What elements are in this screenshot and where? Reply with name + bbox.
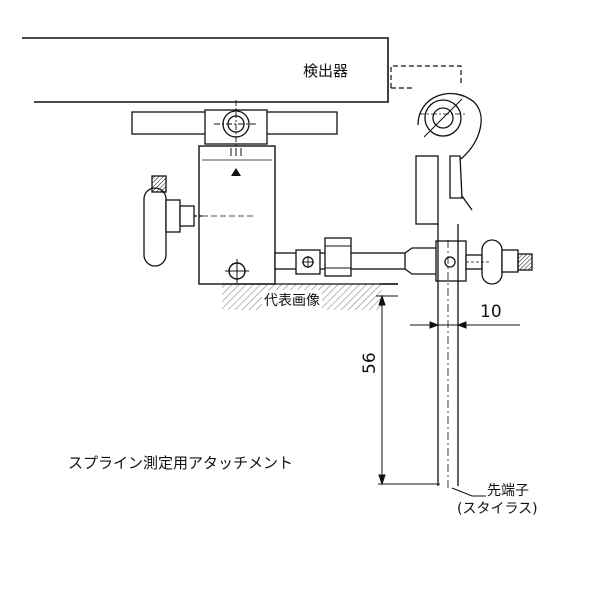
left-knob	[143, 175, 204, 267]
detector-body	[22, 37, 389, 103]
detector-label: 検出器	[303, 62, 349, 80]
dimension-10-label: 10	[480, 302, 502, 322]
clamp-block	[204, 100, 268, 148]
dimension-10	[410, 314, 520, 336]
main-body	[198, 145, 276, 285]
representative-image-label: 代表画像	[262, 290, 322, 310]
diagram-title: スプライン測定用アタッチメント	[68, 454, 294, 472]
dimension-56	[376, 294, 440, 486]
dashed-bracket	[390, 65, 462, 89]
stylus-holder	[435, 240, 467, 282]
right-knob	[465, 239, 533, 285]
tip-leader	[451, 487, 486, 497]
dimension-56-label: 56	[360, 352, 380, 374]
stylus-tip-label: 先端子	[487, 483, 529, 499]
horizontal-arm	[274, 237, 436, 277]
stylus-tip-sublabel: (スタイラス)	[457, 501, 538, 517]
stylus-assembly	[415, 92, 482, 490]
